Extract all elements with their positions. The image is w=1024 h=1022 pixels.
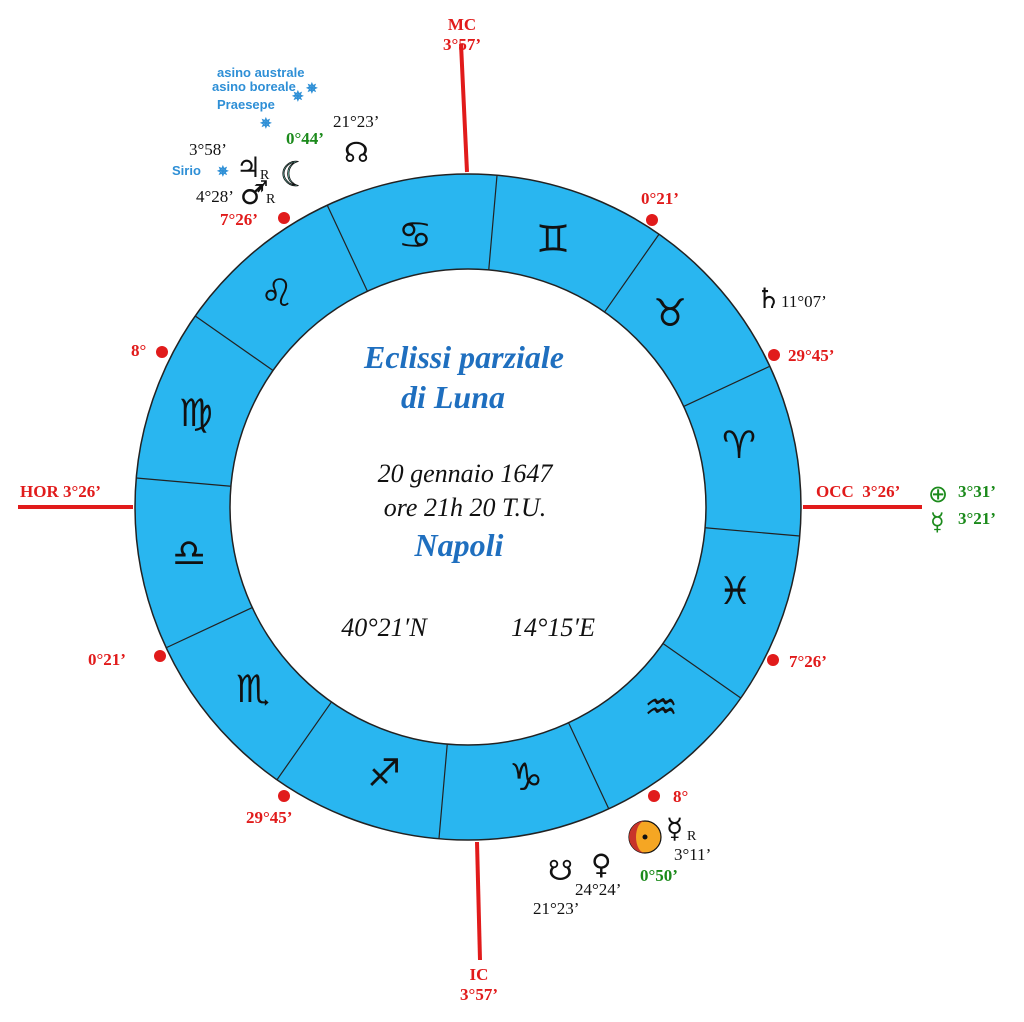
star-icon: ✵ — [305, 80, 318, 96]
saturn-icon: ♄ — [756, 282, 781, 315]
place-name: Napoli — [414, 527, 504, 563]
hor-label: HOR 3°26’ — [20, 482, 101, 501]
cusp-dot — [767, 654, 779, 666]
mercury-green-degree: 3°21’ — [958, 509, 996, 528]
ring-divider — [683, 365, 771, 407]
ic-axis-line — [475, 841, 482, 961]
virgo-glyph: ♍ — [179, 391, 213, 435]
gemini-glyph: ♊ — [536, 217, 570, 261]
sun-degree: 0°50’ — [640, 866, 678, 885]
ring-divider — [438, 744, 448, 839]
north-node-icon: ☊ — [344, 136, 369, 169]
cusp-dot — [768, 349, 780, 361]
star-icon: ✵ — [291, 88, 304, 104]
star-praesepe: Praesepe — [217, 97, 275, 112]
eclipse-date: 20 gennaio 1647 — [378, 459, 554, 488]
cusp-label: 7°26’ — [789, 652, 827, 671]
jupiter-degree: 3°58’ — [189, 140, 227, 159]
ring-divider — [165, 607, 253, 649]
title-line-2: di Luna — [401, 379, 505, 415]
ring-divider — [705, 527, 800, 537]
capricorn-glyph: ♑ — [509, 755, 543, 799]
sun-eclipse-icon — [628, 820, 662, 854]
cusp-label: 29°45’ — [788, 346, 834, 365]
cusp-label: 8° — [131, 341, 146, 360]
mc-degree: 3°57’ — [443, 35, 481, 54]
venus-icon: ♀ — [591, 848, 612, 881]
ring-divider — [568, 722, 610, 810]
scorpio-glyph: ♏ — [236, 667, 270, 711]
cusp-dot — [646, 214, 658, 226]
cusp-label: 29°45’ — [246, 808, 292, 827]
ring-divider — [604, 233, 660, 313]
cusp-dot — [154, 650, 166, 662]
mercury-green-icon: ☿ — [930, 508, 945, 536]
mercury-icon: ☿ — [666, 812, 683, 845]
earth-degree: 3°31’ — [958, 482, 996, 501]
ring-divider — [276, 701, 332, 781]
aquarius-glyph: ♒ — [644, 685, 678, 729]
cusp-label: 0°21’ — [641, 189, 679, 208]
cusp-label: 0°21’ — [88, 650, 126, 669]
latitude: 40°21′N — [341, 613, 428, 642]
ring-dividers — [136, 175, 800, 839]
ic-label: IC — [470, 965, 489, 984]
cusp-dot — [648, 790, 660, 802]
occ-label: OCC 3°26’ — [816, 482, 900, 501]
sagittarius-glyph: ♐ — [367, 751, 401, 795]
ring-divider — [662, 643, 742, 699]
arrow-icon — [257, 180, 267, 193]
moon-icon: ☾ — [280, 155, 310, 195]
eclipse-time: ore 21h 20 T.U. — [384, 493, 547, 522]
jupiter-icon: ♃ — [236, 151, 261, 184]
leo-glyph: ♌ — [260, 271, 294, 315]
cusp-label: 8° — [673, 787, 688, 806]
mars-retro: R — [266, 192, 276, 207]
jupiter-retro: R — [260, 168, 270, 183]
mc-label: MC — [448, 15, 476, 34]
star-icon: ✵ — [259, 115, 272, 131]
star-icon: ✵ — [216, 163, 229, 179]
north-node-degree: 21°23’ — [333, 112, 379, 131]
cusp-dot — [278, 790, 290, 802]
mars-icon: ♂ — [240, 178, 265, 211]
cusp-label: 7°26’ — [220, 210, 258, 229]
longitude: 14°15′E — [511, 613, 595, 642]
ic-degree: 3°57’ — [460, 985, 498, 1004]
moon-degree: 0°44’ — [286, 129, 324, 148]
aries-glyph: ♈ — [722, 423, 756, 467]
zodiac-ring — [134, 173, 802, 841]
cusp-dot — [278, 212, 290, 224]
south-node-degree: 21°23’ — [533, 899, 579, 918]
taurus-glyph: ♉ — [653, 291, 687, 335]
mercury-retro: R — [687, 829, 697, 844]
star-asino-boreale: asino boreale — [212, 79, 296, 94]
mercury-degree: 3°11’ — [674, 845, 711, 864]
star-sirio: Sirio — [172, 163, 201, 178]
mc-axis-line — [459, 43, 469, 173]
ring-divider — [488, 175, 498, 270]
ring-divider — [194, 315, 274, 371]
title-line-1: Eclissi parziale — [363, 339, 564, 375]
ring-divider — [326, 204, 368, 292]
earth-icon: ⊕ — [928, 480, 948, 508]
cancer-glyph: ♋ — [398, 213, 432, 257]
venus-degree: 24°24’ — [575, 880, 621, 899]
mars-degree: 4°28’ — [196, 187, 234, 206]
south-node-icon: ☋ — [548, 854, 573, 887]
pisces-glyph: ♓ — [718, 569, 752, 613]
cusp-dot — [156, 346, 168, 358]
ring-divider — [136, 477, 231, 487]
star-asino-australe: asino australe — [217, 65, 304, 80]
libra-glyph: ♎ — [172, 531, 206, 575]
saturn-degree: 11°07’ — [781, 292, 827, 311]
